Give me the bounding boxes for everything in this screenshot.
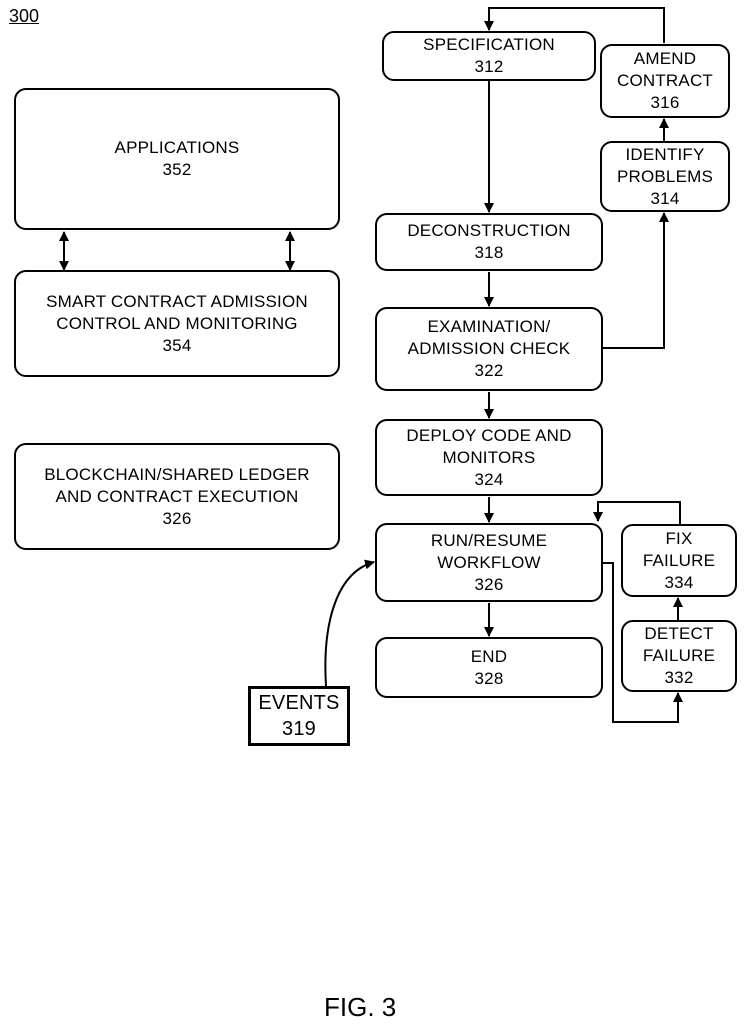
box-title: SPECIFICATION bbox=[423, 34, 555, 56]
box-title-line-1: FIX bbox=[665, 528, 692, 550]
box-title-line-1: EXAMINATION/ bbox=[428, 316, 551, 338]
box-title-line-1: BLOCKCHAIN/SHARED LEDGER bbox=[44, 464, 310, 486]
applications-box: APPLICATIONS 352 bbox=[14, 88, 340, 230]
box-reference-number: 328 bbox=[475, 668, 504, 690]
box-title: APPLICATIONS bbox=[115, 137, 240, 159]
deconstruction-box: DECONSTRUCTION 318 bbox=[375, 213, 603, 271]
box-title-line-2: CONTRACT bbox=[617, 70, 713, 92]
box-reference-number: 322 bbox=[475, 360, 504, 382]
box-title-line-1: DETECT bbox=[644, 623, 713, 645]
box-title: EVENTS bbox=[258, 690, 339, 716]
end-box: END 328 bbox=[375, 637, 603, 698]
detect-failure-box: DETECT FAILURE 332 bbox=[621, 620, 737, 692]
box-title-line-1: RUN/RESUME bbox=[431, 530, 547, 552]
box-title-line-1: AMEND bbox=[634, 48, 696, 70]
identify-problems-box: IDENTIFY PROBLEMS 314 bbox=[600, 141, 730, 212]
box-title-line-2: AND CONTRACT EXECUTION bbox=[55, 486, 298, 508]
box-title-line-2: PROBLEMS bbox=[617, 166, 713, 188]
arrow-events-to-run bbox=[325, 562, 374, 686]
box-reference-number: 326 bbox=[163, 508, 192, 530]
box-title-line-1: IDENTIFY bbox=[625, 144, 704, 166]
blockchain-box: BLOCKCHAIN/SHARED LEDGER AND CONTRACT EX… bbox=[14, 443, 340, 550]
box-reference-number: 312 bbox=[475, 56, 504, 78]
run-resume-box: RUN/RESUME WORKFLOW 326 bbox=[375, 523, 603, 602]
arrow-examination-to-identify bbox=[603, 213, 664, 348]
figure-caption: FIG. 3 bbox=[324, 992, 396, 1023]
deploy-code-box: DEPLOY CODE AND MONITORS 324 bbox=[375, 419, 603, 496]
fix-failure-box: FIX FAILURE 334 bbox=[621, 524, 737, 597]
box-reference-number: 319 bbox=[282, 716, 316, 742]
box-reference-number: 326 bbox=[475, 574, 504, 596]
figure-reference-number: 300 bbox=[9, 6, 39, 27]
box-title-line-1: DEPLOY CODE AND bbox=[406, 425, 571, 447]
events-box: EVENTS 319 bbox=[248, 686, 350, 746]
arrow-fix-to-run bbox=[598, 502, 680, 524]
box-reference-number: 314 bbox=[651, 188, 680, 210]
specification-box: SPECIFICATION 312 bbox=[382, 31, 596, 81]
box-reference-number: 332 bbox=[665, 667, 694, 689]
box-reference-number: 354 bbox=[163, 335, 192, 357]
box-reference-number: 316 bbox=[651, 92, 680, 114]
box-title-line-2: MONITORS bbox=[443, 447, 536, 469]
admission-control-box: SMART CONTRACT ADMISSION CONTROL AND MON… bbox=[14, 270, 340, 377]
amend-contract-box: AMEND CONTRACT 316 bbox=[600, 44, 730, 118]
box-title-line-2: WORKFLOW bbox=[437, 552, 541, 574]
box-title: END bbox=[471, 646, 508, 668]
box-title: DECONSTRUCTION bbox=[407, 220, 570, 242]
box-title-line-2: FAILURE bbox=[643, 550, 715, 572]
examination-box: EXAMINATION/ ADMISSION CHECK 322 bbox=[375, 307, 603, 391]
box-title-line-1: SMART CONTRACT ADMISSION bbox=[46, 291, 308, 313]
box-reference-number: 318 bbox=[475, 242, 504, 264]
box-reference-number: 324 bbox=[475, 469, 504, 491]
box-title-line-2: FAILURE bbox=[643, 645, 715, 667]
box-reference-number: 334 bbox=[665, 572, 694, 594]
box-reference-number: 352 bbox=[163, 159, 192, 181]
box-title-line-2: CONTROL AND MONITORING bbox=[56, 313, 297, 335]
box-title-line-2: ADMISSION CHECK bbox=[408, 338, 571, 360]
